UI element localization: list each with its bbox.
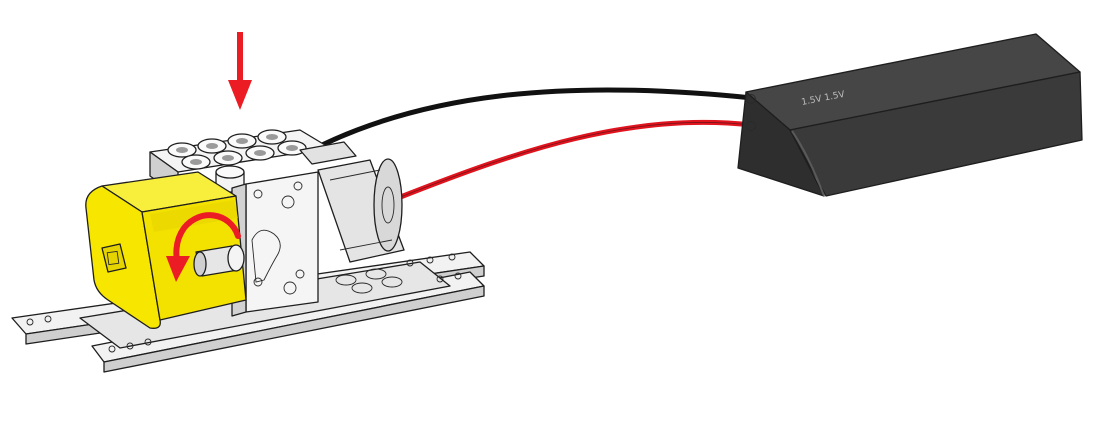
battery-box-side <box>789 71 1083 197</box>
battery-box: 1.5V 1.5V <box>737 33 1083 197</box>
wires <box>309 87 755 201</box>
gearbox-housing <box>85 171 247 329</box>
vertical-plate <box>245 171 319 313</box>
black-wire <box>309 87 755 153</box>
top-studs <box>167 129 307 193</box>
red-wire <box>395 119 755 201</box>
housing-peg <box>101 243 127 273</box>
counterclockwise-arrow-icon <box>166 212 241 282</box>
down-arrow-icon <box>228 32 252 110</box>
mounting-frame <box>149 129 357 317</box>
motor-can <box>317 158 405 263</box>
output-shaft <box>193 244 245 277</box>
